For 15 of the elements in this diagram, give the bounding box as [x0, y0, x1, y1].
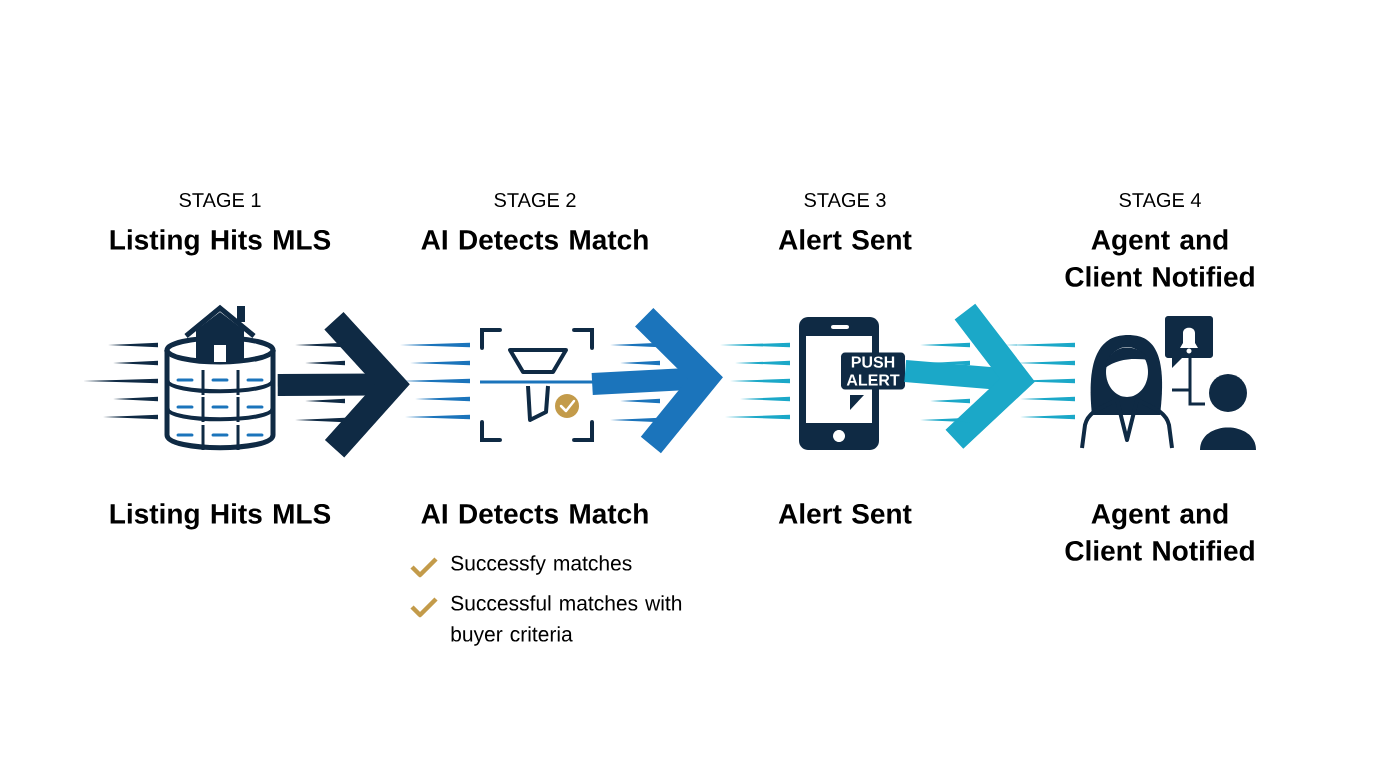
- speech-bubble: PUSH ALERT: [841, 352, 905, 410]
- stage-caption: Alert Sent: [778, 503, 912, 524]
- stage-title: Agent and Client Notified: [1065, 229, 1254, 287]
- stage-title: Listing Hits MLS: [110, 229, 331, 256]
- stage-title: Alert Sent: [778, 229, 912, 250]
- stage-label: STAGE 2: [494, 192, 576, 208]
- checklist-item: Successful matches with buyer criteria: [451, 595, 682, 646]
- stage-label: STAGE 1: [179, 192, 261, 208]
- stage-caption: Listing Hits MLS: [110, 503, 331, 530]
- stage-caption: Agent and Client Notified: [1065, 503, 1254, 561]
- stage-label: STAGE 3: [804, 192, 886, 208]
- stage-caption: AI Detects Match: [421, 503, 648, 524]
- stage-label: STAGE 4: [1119, 192, 1201, 208]
- stage-title: AI Detects Match: [421, 229, 648, 250]
- checklist-item: Successfy matches: [451, 555, 632, 575]
